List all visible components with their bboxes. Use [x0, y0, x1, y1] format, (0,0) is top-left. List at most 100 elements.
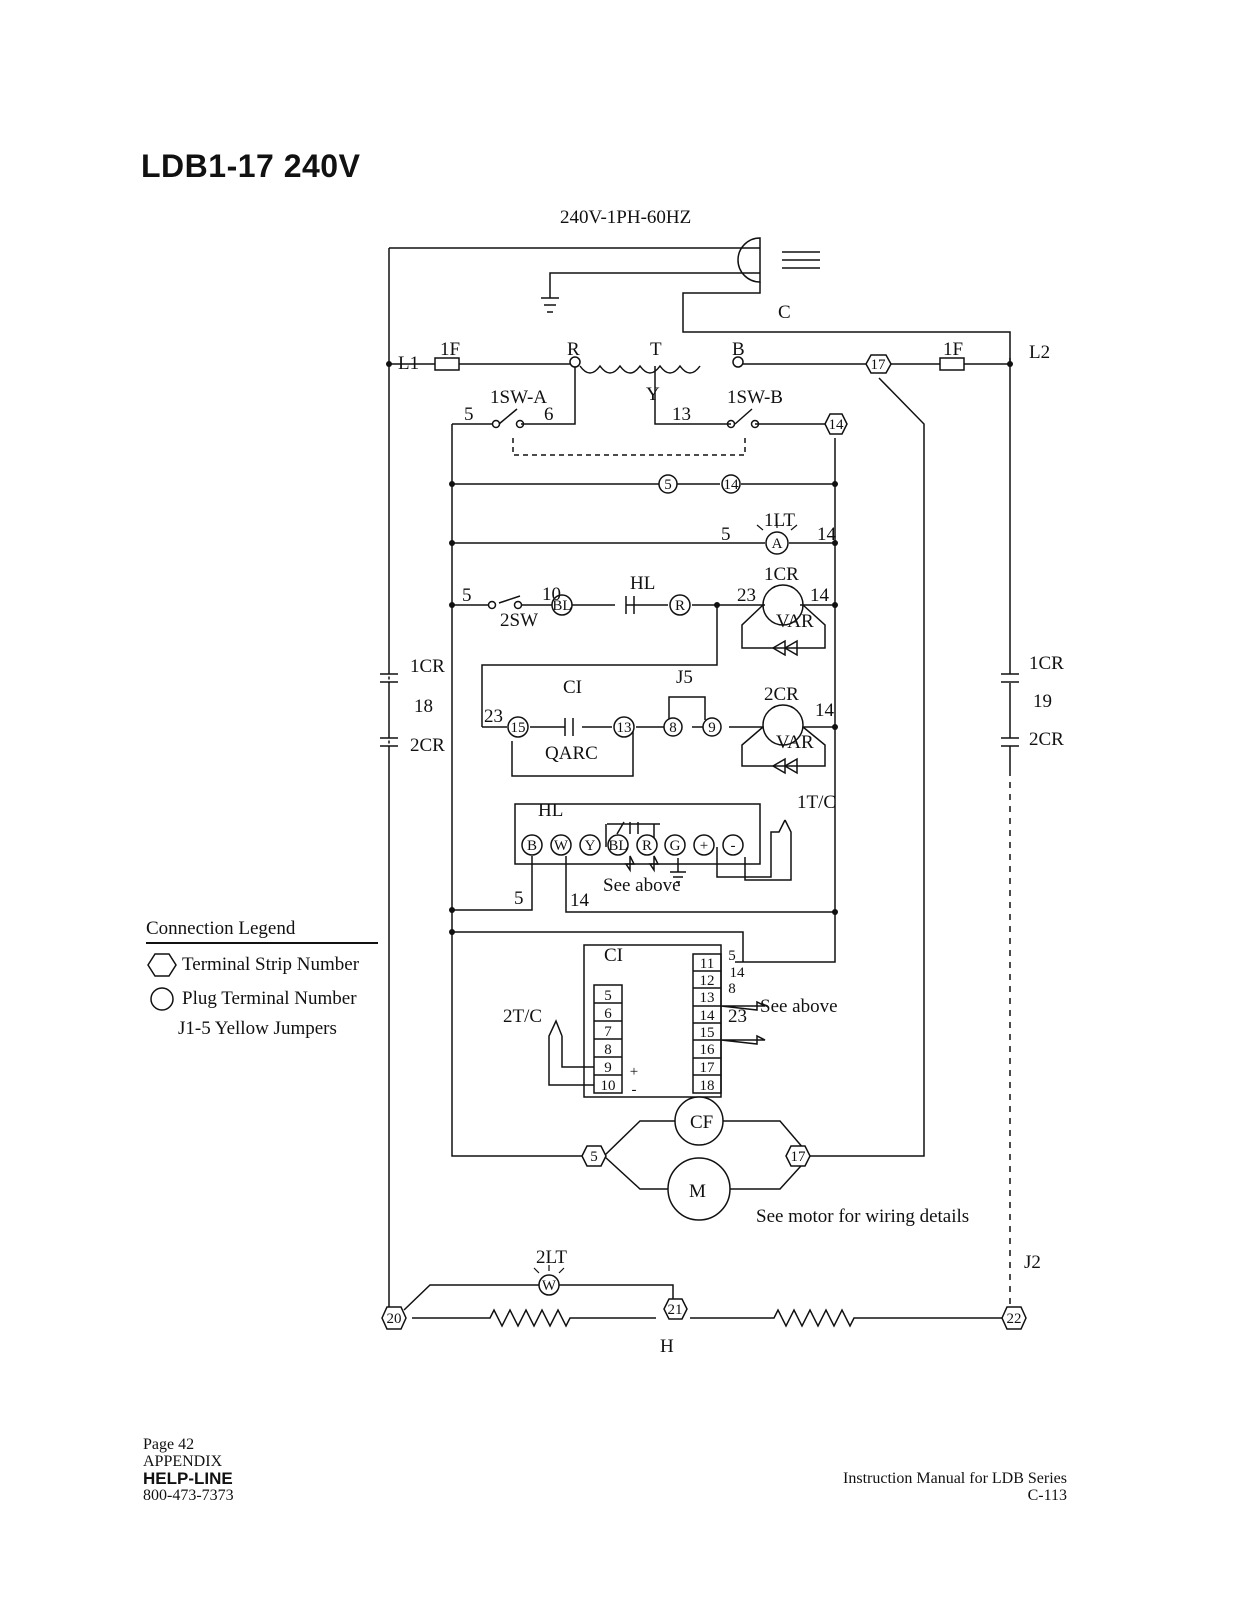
schematic-label-79: 5	[604, 988, 612, 1004]
terminal-22	[1001, 1306, 1027, 1330]
schematic-label-68: 8	[669, 720, 677, 736]
terminal-20	[381, 1306, 407, 1330]
schematic-label-86: 12	[700, 973, 715, 989]
schematic-label-75: G	[670, 838, 681, 854]
schematic-label-25: VAR	[776, 611, 814, 632]
schematic-label-81: 7	[604, 1024, 612, 1040]
schematic-label-5: B	[732, 339, 745, 360]
schematic-label-46: 23	[728, 1006, 747, 1027]
schematic-label-15: 1LT	[764, 510, 795, 531]
schematic-label-35: See above	[603, 875, 681, 896]
schematic-label-59: 21	[668, 1302, 683, 1318]
plug-terminal-5	[658, 474, 678, 494]
schematic-label-83: 9	[604, 1060, 612, 1076]
circle-icon	[150, 987, 174, 1011]
schematic-label-45: 2T/C	[503, 1006, 542, 1027]
schematic-label-69: 9	[708, 720, 716, 736]
terminal-17-top	[865, 354, 892, 374]
schematic-label-71: W	[554, 838, 569, 854]
schematic-label-72: Y	[585, 838, 596, 854]
schematic-label-67: 13	[617, 720, 632, 736]
schematic-label-57: 17	[791, 1149, 807, 1165]
legend-plug-terminal-label: Plug Terminal Number	[182, 988, 357, 1009]
schematic-label-42: 19	[1033, 691, 1052, 712]
schematic-label-3: R	[567, 339, 580, 360]
schematic-label-12: 5	[464, 404, 474, 425]
schematic-label-84: 10	[601, 1078, 616, 1094]
schematic-label-13: 6	[544, 404, 554, 425]
schematic-label-28: 2CR	[764, 684, 799, 705]
schematic-label-97: 8	[728, 981, 736, 997]
schematic-label-80: 6	[604, 1006, 612, 1022]
schematic-label-96: 14	[730, 965, 746, 981]
schematic-label-27: J5	[676, 667, 693, 688]
schematic-label-78: W	[542, 1278, 557, 1294]
schematic-label-65: R	[675, 598, 685, 614]
fuse-2-icon	[939, 357, 965, 371]
schematic-label-40: 2CR	[410, 735, 445, 756]
schematic-label-52: H	[660, 1336, 674, 1357]
schematic-label-17: 14	[817, 524, 837, 545]
schematic-label-61: 5	[664, 477, 672, 493]
schematic-label-6: Y	[646, 384, 660, 405]
schematic-label-66: 15	[511, 720, 526, 736]
terminal-5	[581, 1145, 607, 1167]
schematic-label-77: -	[731, 838, 736, 854]
schematic-label-50: See motor for wiring details	[756, 1206, 969, 1227]
schematic-label-70: B	[527, 838, 537, 854]
schematic-label-32: QARC	[545, 743, 598, 764]
schematic-label-55: 14	[829, 417, 845, 433]
terminal-21	[663, 1298, 688, 1320]
schematic-label-64: BL	[552, 598, 571, 614]
schematic-label-10: 1SW-A	[490, 387, 547, 408]
schematic-label-2: 1F	[440, 339, 460, 360]
transformer-icon	[579, 364, 701, 374]
schematic-label-9: L2	[1029, 342, 1050, 363]
footer-right: Instruction Manual for LDB Series C-113	[843, 1470, 1067, 1504]
footer-manual: Instruction Manual for LDB Series	[843, 1470, 1067, 1487]
schematic-label-56: 5	[590, 1149, 598, 1165]
footer-code: C-113	[1027, 1487, 1067, 1504]
hexagon-icon	[147, 953, 177, 977]
schematic-label-30: 14	[815, 700, 835, 721]
footer-page: Page 42	[143, 1436, 195, 1453]
thermocouple-1-icon	[716, 819, 792, 881]
schematic-label-23: 14	[810, 585, 830, 606]
schematic-label-90: 16	[700, 1042, 716, 1058]
schematic-label-22: 23	[737, 585, 756, 606]
schematic-label-21: 10	[542, 584, 561, 605]
ground-icon	[541, 272, 760, 313]
power-label: 240V-1PH-60HZ	[560, 207, 691, 228]
footer-phone: 800-473-7373	[143, 1487, 234, 1504]
footer-helpline: HELP-LINE	[143, 1469, 233, 1488]
schematic-label-26: CI	[563, 677, 582, 698]
schematic-label-33: HL	[538, 800, 563, 821]
schematic-label-51: 2LT	[536, 1247, 567, 1268]
schematic-label-18: 1CR	[764, 564, 799, 585]
schematic-label-1: L1	[398, 353, 419, 374]
schematic-label-85: 11	[700, 956, 714, 972]
schematic-label-93: +	[630, 1064, 638, 1080]
footer-section: APPENDIX	[143, 1453, 223, 1470]
fan-circle	[674, 1096, 724, 1146]
schematic-label-48: CF	[690, 1112, 713, 1133]
schematic-label-73: BL	[608, 838, 627, 854]
thermocouple-2-icon	[548, 1019, 594, 1086]
schematic-label-36: 5	[514, 888, 524, 909]
schematic-label-11: 1SW-B	[727, 387, 783, 408]
schematic-label-8: 1F	[943, 339, 963, 360]
schematic-label-20: 5	[462, 585, 472, 606]
schematic-label-60: 22	[1007, 1311, 1022, 1327]
schematic-label-4: T	[650, 339, 662, 360]
schematic-label-58: 20	[387, 1311, 402, 1327]
plug-icon	[737, 237, 761, 283]
schematic-label-19: HL	[630, 573, 655, 594]
schematic-label-14: 13	[672, 404, 691, 425]
schematic-label-39: 18	[414, 696, 433, 717]
schematic-label-62: 14	[724, 477, 740, 493]
schematic-label-49: M	[689, 1181, 706, 1202]
plug-terminal-14	[721, 474, 741, 494]
schematic-label-37: 14	[570, 890, 590, 911]
schematic-label-44: CI	[604, 945, 623, 966]
schematic-label-47: See above	[760, 996, 838, 1017]
